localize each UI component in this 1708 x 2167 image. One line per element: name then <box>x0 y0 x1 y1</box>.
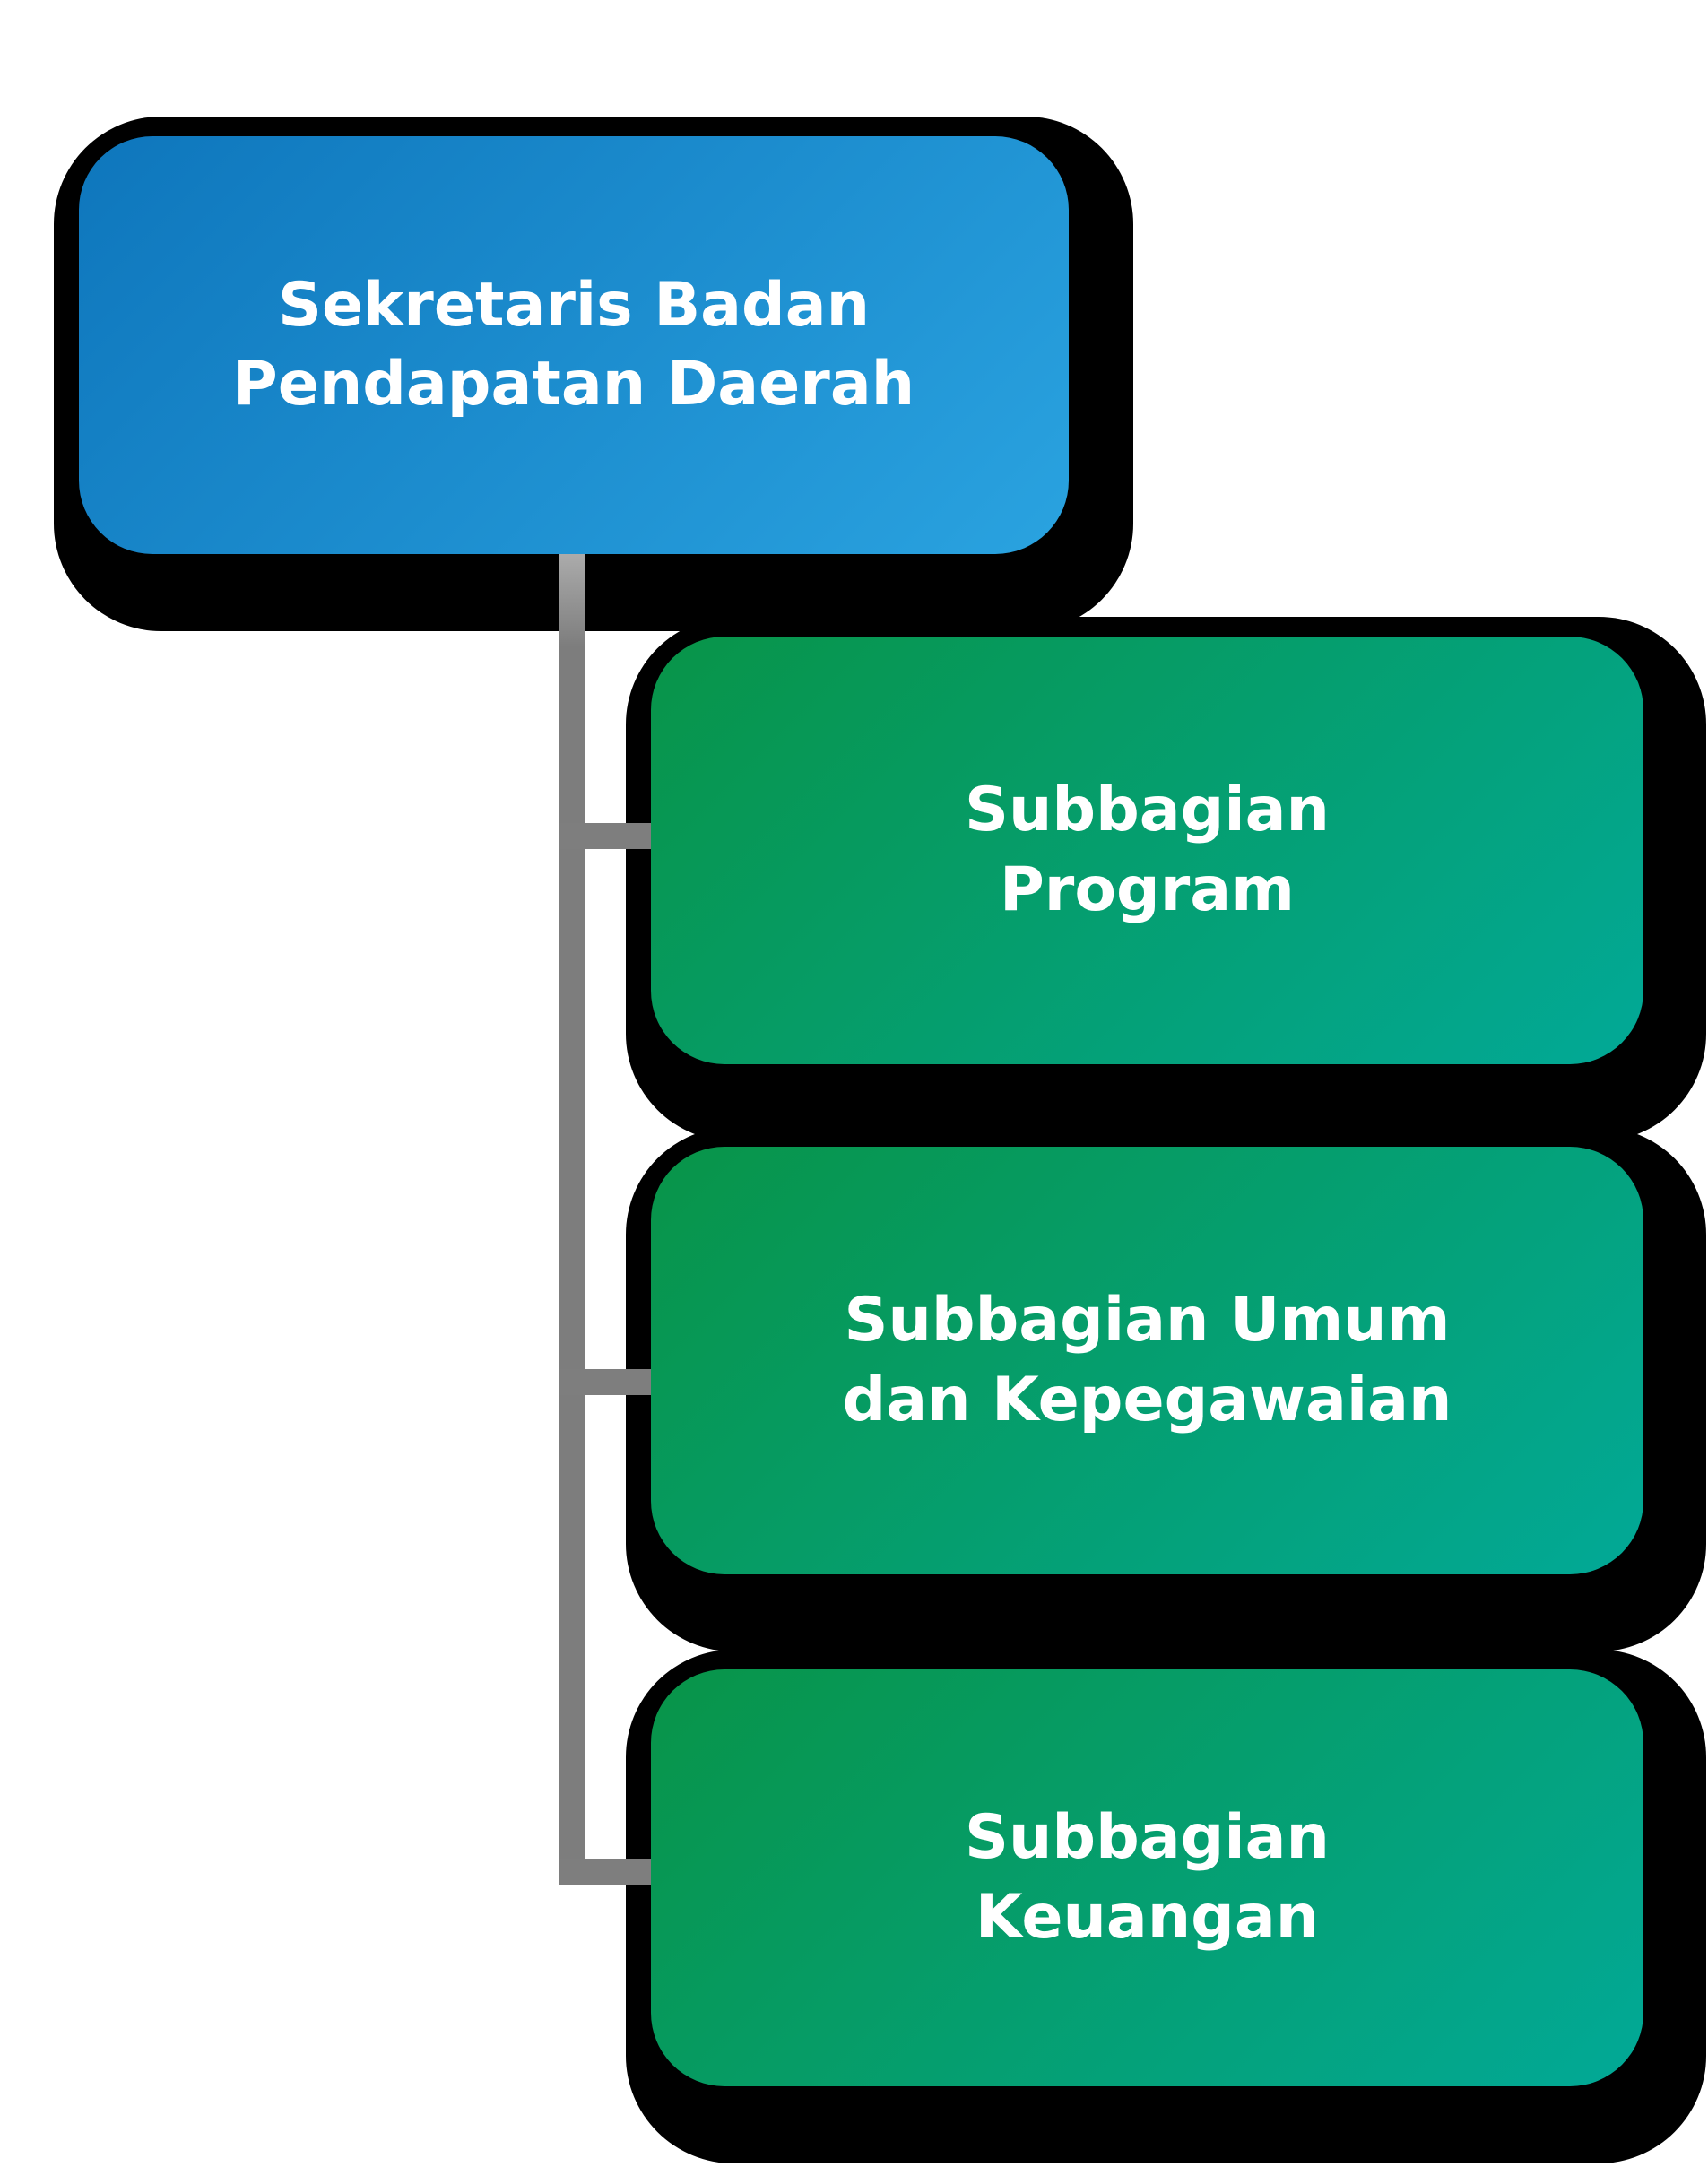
node-label-line: dan Kepegawaian <box>842 1364 1452 1435</box>
node-label-line: Subbagian Umum <box>844 1285 1451 1357</box>
node-label-line: Program <box>999 854 1296 925</box>
node-subbagian-umum-dan-kepegawaian: Subbagian Umum dan Kepegawaian <box>651 1147 1643 1574</box>
node-label-line: Subbagian <box>965 1802 1330 1874</box>
node-label-subbagian-umum: Subbagian Umum dan Kepegawaian <box>843 1281 1452 1440</box>
node-label-line: Pendapatan Daerah <box>232 349 915 420</box>
connector-branch-line-keuangan <box>559 1859 651 1885</box>
connector-vertical-line <box>559 554 585 1885</box>
node-label-subbagian-program: Subbagian Program <box>965 771 1330 930</box>
connector-branch-line-umum <box>559 1369 651 1395</box>
node-subbagian-program: Subbagian Program <box>651 637 1643 1064</box>
node-label-sekretaris: Sekretaris Badan Pendapatan Daerah <box>233 266 915 425</box>
node-label-line: Subbagian <box>965 775 1330 846</box>
node-label-line: Keuangan <box>975 1881 1320 1953</box>
node-subbagian-keuangan: Subbagian Keuangan <box>651 1669 1643 2086</box>
connector-branch-line-program <box>559 823 651 849</box>
node-label-subbagian-keuangan: Subbagian Keuangan <box>965 1799 1330 1957</box>
node-label-line: Sekretaris Badan <box>277 269 871 341</box>
node-sekretaris-badan-pendapatan-daerah: Sekretaris Badan Pendapatan Daerah <box>79 136 1069 554</box>
